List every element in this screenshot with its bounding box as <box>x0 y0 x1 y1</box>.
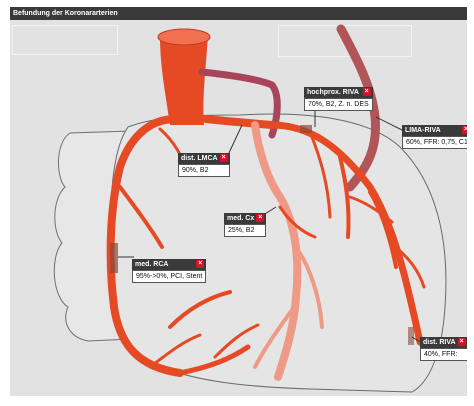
label-title: LIMA-RIVA <box>405 127 441 134</box>
label-value: 70%, B2, Z. n. DES <box>304 98 373 111</box>
aorta-top <box>158 29 210 45</box>
close-icon[interactable]: × <box>220 154 228 162</box>
label-dist-lmca[interactable]: dist. LMCA× 90%, B2 <box>178 153 230 177</box>
label-dist-riva[interactable]: dist. RIVA× 40%, FFR: <box>420 337 467 361</box>
stenosis-marker <box>300 125 312 133</box>
coronary-diagram-panel: Befundung der Koronararterien <box>10 7 467 396</box>
close-icon[interactable]: × <box>256 214 264 222</box>
label-med-cx[interactable]: med. Cx× 25%, B2 <box>224 213 266 237</box>
label-title: dist. LMCA <box>181 155 218 162</box>
label-lima-riva[interactable]: LIMA-RIVA × 60%, FFR: 0,75, C1 <box>402 125 467 149</box>
connector-line <box>376 117 404 131</box>
label-med-rca[interactable]: med. RCA × 95%->0%, PCI, Stent <box>132 259 206 283</box>
label-value: 90%, B2 <box>178 164 230 177</box>
close-icon[interactable]: × <box>196 260 204 268</box>
label-title: dist. RIVA <box>423 339 456 346</box>
close-icon[interactable]: × <box>458 338 466 346</box>
label-value: 95%->0%, PCI, Stent <box>132 270 206 283</box>
heart-diagram <box>10 7 467 396</box>
close-icon[interactable]: × <box>462 126 467 134</box>
aorta <box>160 35 208 125</box>
label-value: 40%, FFR: <box>420 348 467 361</box>
label-title: med. RCA <box>135 261 168 268</box>
label-title: hochprox. RIVA <box>307 89 359 96</box>
stenosis-marker <box>408 327 414 345</box>
close-icon[interactable]: × <box>363 88 371 96</box>
label-value: 25%, B2 <box>224 224 266 237</box>
label-hochprox-riva[interactable]: hochprox. RIVA × 70%, B2, Z. n. DES <box>304 87 373 111</box>
label-value: 60%, FFR: 0,75, C1 <box>402 136 467 149</box>
label-title: med. Cx <box>227 215 254 222</box>
stenosis-marker <box>110 243 118 273</box>
